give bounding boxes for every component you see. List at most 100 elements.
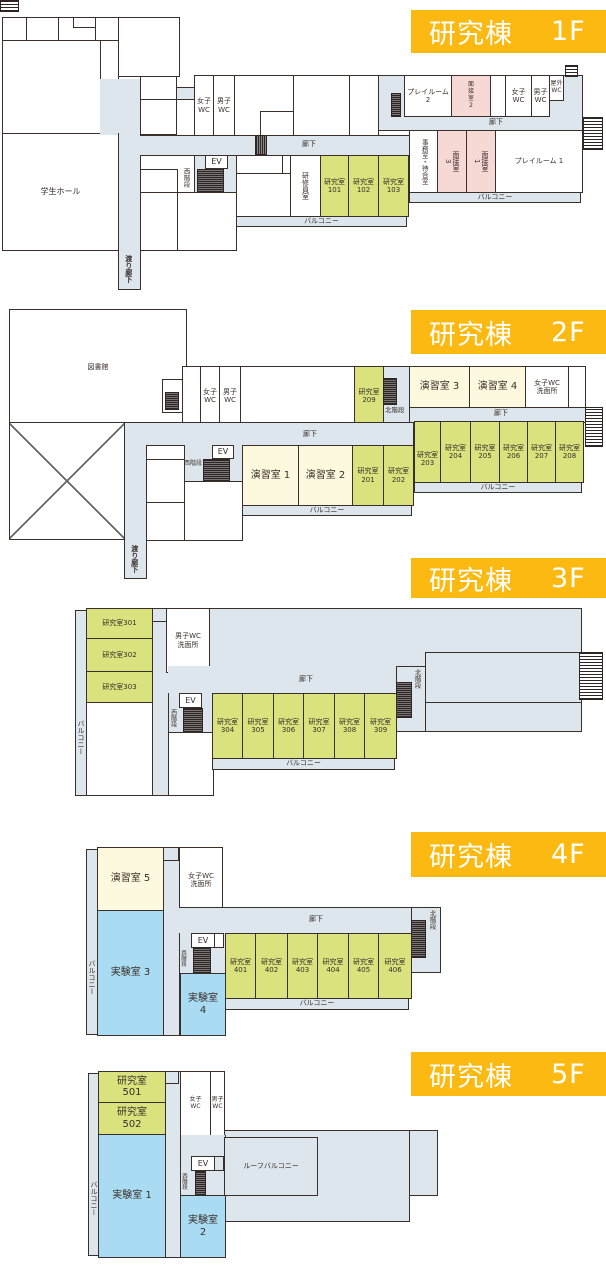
womens-wc-washroom: 女子WC 洗面所 bbox=[525, 366, 569, 408]
playroom-1: プレイルーム 1 bbox=[495, 130, 583, 193]
balcony: バルコニー bbox=[409, 192, 581, 203]
corridor bbox=[165, 1071, 179, 1084]
room-label: 図書館 bbox=[87, 363, 109, 371]
lab-308: 研究室 308 bbox=[334, 693, 365, 759]
room bbox=[86, 702, 153, 796]
floor-title-2f: 研究棟 2F bbox=[411, 310, 606, 354]
balcony: バルコニー bbox=[212, 758, 395, 770]
room bbox=[140, 99, 177, 135]
seminar-room-3: 演習室 3 bbox=[409, 366, 470, 408]
elevator: EV bbox=[191, 933, 215, 948]
lab-501: 研究室 501 bbox=[98, 1071, 166, 1103]
room-label: 研究室 304 bbox=[217, 717, 238, 734]
lab-305: 研究室 305 bbox=[242, 693, 274, 759]
room bbox=[100, 40, 119, 80]
room-label: 研究室302 bbox=[102, 650, 137, 659]
room-label: 研究室 307 bbox=[308, 717, 330, 734]
room-label: 演習室 1 bbox=[250, 469, 291, 481]
floor-number: 1F bbox=[551, 16, 586, 47]
experiment-room-4: 実験室 4 bbox=[180, 973, 226, 1036]
building-name: 研究棟 bbox=[429, 565, 513, 597]
atrium-void bbox=[9, 422, 125, 540]
seminar-room-1: 演習室 1 bbox=[242, 445, 299, 506]
roof-balcony: ルーフバルコニー bbox=[224, 1137, 318, 1196]
room bbox=[118, 17, 180, 77]
experiment-room-1: 実験室 1 bbox=[98, 1134, 166, 1258]
room-label: 実験室 1 bbox=[112, 1190, 152, 1202]
corridor-label: 廊下 bbox=[303, 430, 317, 438]
floor-number: 2F bbox=[551, 316, 586, 348]
stairs-icon bbox=[579, 652, 603, 700]
lab-209: 研究室 209 bbox=[354, 366, 384, 426]
room bbox=[140, 192, 178, 251]
room-label: 男子 WC bbox=[217, 97, 231, 114]
interview-room-1: 面接室 1 bbox=[466, 130, 496, 193]
stairs-icon bbox=[411, 920, 426, 958]
stairs-icon bbox=[565, 65, 578, 77]
room-label: 実験室 4 bbox=[188, 993, 218, 1016]
lab-403: 研究室 403 bbox=[287, 933, 318, 999]
stairs-icon bbox=[585, 407, 603, 447]
building-name: 研究棟 bbox=[429, 19, 513, 50]
stairs-icon bbox=[165, 392, 179, 410]
room-label: 男子 WC bbox=[223, 387, 237, 404]
building-name: 研究棟 bbox=[429, 319, 513, 351]
mens-wc: 男子 WC bbox=[210, 1071, 225, 1136]
lab-201: 研究室 201 bbox=[352, 445, 384, 506]
interview-room-3: 面接室 3 bbox=[437, 130, 467, 193]
roof-area bbox=[409, 1130, 438, 1196]
corridor-label: 廊下 bbox=[299, 675, 313, 683]
stairs-icon bbox=[195, 1171, 206, 1196]
corridor bbox=[165, 1071, 181, 1258]
floor-number: 3F bbox=[551, 562, 586, 594]
corridor-label: 廊下 bbox=[494, 409, 508, 417]
lab-301: 研究室301 bbox=[86, 608, 153, 639]
room bbox=[184, 481, 243, 541]
room-label: 男子 WC bbox=[533, 87, 548, 104]
room-label: 屋外 WC bbox=[550, 80, 563, 94]
room bbox=[214, 1156, 224, 1171]
stairs-icon bbox=[0, 0, 19, 12]
student-hall: 学生ホール bbox=[2, 133, 119, 251]
room-label: 研究室 203 bbox=[417, 450, 438, 467]
corridor bbox=[163, 847, 180, 1036]
interview-room-2: 面 接 室 2 bbox=[451, 75, 491, 117]
room-label: 研究室 204 bbox=[445, 443, 466, 460]
stairs-room bbox=[162, 379, 183, 413]
seminar-room-5: 演習室 5 bbox=[97, 847, 164, 911]
floor-title-1f: 研究棟 1F bbox=[411, 10, 606, 53]
room-label: ルーフバルコニー bbox=[243, 1162, 299, 1171]
room-label: 演習室 3 bbox=[419, 381, 460, 393]
stairs-icon bbox=[583, 117, 603, 150]
room-label: 女子WC 洗面所 bbox=[534, 378, 560, 395]
stairs-icon bbox=[391, 93, 401, 117]
west-stairs-label: 西階段 bbox=[184, 460, 203, 467]
lab-103: 研究室 103 bbox=[378, 155, 409, 217]
room bbox=[568, 366, 586, 408]
elevator: EV bbox=[191, 1156, 215, 1171]
stairs-icon bbox=[197, 169, 224, 193]
lab-401: 研究室 401 bbox=[225, 933, 256, 999]
building-name: 研究棟 bbox=[429, 1061, 513, 1093]
balcony: バルコニー bbox=[242, 505, 412, 516]
room-label: プレイルーム 2 bbox=[407, 87, 449, 104]
room-label: EV bbox=[197, 1158, 209, 1168]
room-label: 面接室 1 bbox=[473, 151, 490, 172]
room bbox=[2, 40, 119, 134]
stairs-icon bbox=[255, 135, 267, 155]
room-label: 事務室・待合室 bbox=[420, 138, 429, 185]
room-label: 女子 WC bbox=[197, 97, 211, 114]
room-label: EV bbox=[211, 157, 222, 167]
room-label: 研究室 405 bbox=[353, 957, 374, 974]
room-label: 研究室 306 bbox=[278, 717, 299, 734]
room-label: 面接室 3 bbox=[444, 151, 461, 172]
lab-205: 研究室 205 bbox=[470, 421, 500, 483]
room-label: 演習室 2 bbox=[305, 469, 346, 481]
room-label: 演習室 4 bbox=[477, 381, 518, 393]
room-label: 研究室 404 bbox=[322, 957, 344, 974]
room bbox=[236, 155, 283, 174]
north-stairs-label: 北階段 bbox=[428, 910, 437, 930]
playroom-2: プレイルーム 2 bbox=[404, 75, 452, 117]
room-label: 研究室 206 bbox=[503, 443, 524, 460]
